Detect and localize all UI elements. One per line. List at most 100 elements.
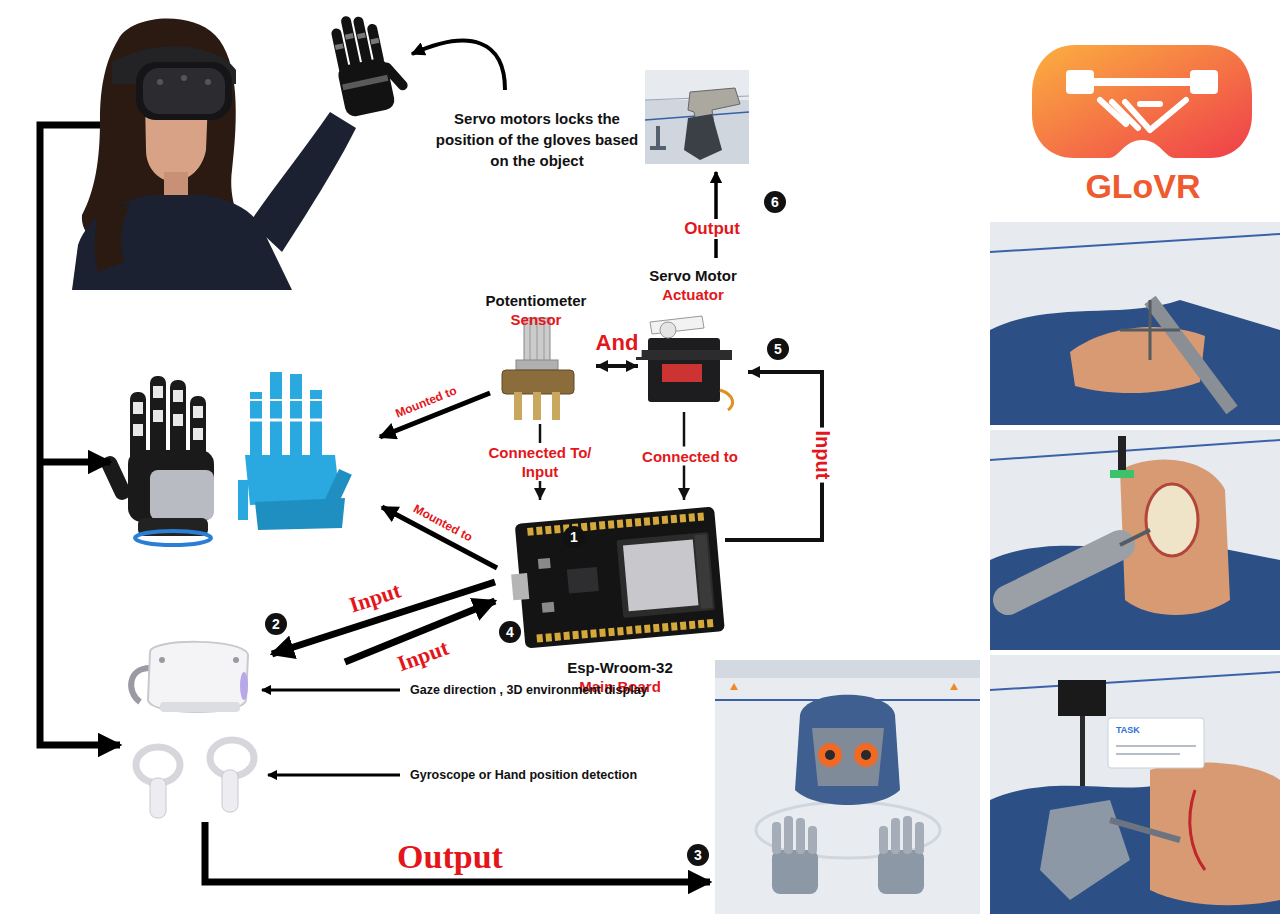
esp32-board-image <box>567 567 599 594</box>
flow-label: Output <box>397 836 503 877</box>
haptic-glove-image <box>99 376 214 545</box>
vr-hands-screenshot <box>861 750 871 760</box>
esp32-board-image <box>537 623 716 639</box>
component-name: Esp-Wroom-32 <box>521 658 719 677</box>
logo-wordmark: GLoVR <box>1085 166 1200 207</box>
component-role: Actuator <box>644 285 742 304</box>
vr-controllers-image <box>222 770 238 812</box>
esp32-board-image <box>515 507 725 649</box>
ui-text: TASK <box>1116 725 1140 736</box>
vr-user-photo <box>366 23 385 66</box>
vr-user-photo <box>205 79 211 85</box>
callout-number: 5 <box>767 338 789 360</box>
surgery-screenshot <box>990 672 1280 690</box>
vr-hands-screenshot <box>879 826 888 854</box>
vr-object-screenshot <box>656 126 660 148</box>
vr-hands-screenshot <box>715 660 980 914</box>
servo-motor-image <box>636 350 732 360</box>
surgery-screenshot <box>990 222 1280 425</box>
annotation-note: Servo motors locks the position of the g… <box>432 108 642 171</box>
surgery-screenshot <box>1146 484 1198 556</box>
vr-hands-screenshot <box>818 743 842 767</box>
vr-user-photo <box>357 33 366 40</box>
surgery-screenshot <box>1058 680 1106 716</box>
flow-arrows <box>268 774 400 777</box>
actuator-component: Servo MotorActuator <box>638 264 748 412</box>
flow-arrows <box>40 459 110 466</box>
esp32-board-image <box>694 534 712 609</box>
vr-hands-screenshot <box>854 743 878 767</box>
servo-motor-image <box>720 390 733 410</box>
vr-user-photo <box>157 79 163 85</box>
flow-label: Input <box>394 635 452 677</box>
vr-user-photo <box>136 62 232 120</box>
haptic-glove-image <box>153 410 163 422</box>
vr-hands-screenshot <box>812 728 884 786</box>
exoskeleton-glove-image <box>250 392 262 458</box>
servo-motor-image <box>662 364 702 382</box>
surgery-screenshot <box>1108 718 1204 768</box>
vr-user-photo <box>326 6 413 118</box>
exoskeleton-glove-image <box>270 372 282 458</box>
vr-hands-screenshot <box>784 816 793 854</box>
glovr-logo <box>1094 78 1190 86</box>
sensor-component: PotentiometerSensor <box>476 289 596 424</box>
flow-label: Mounted to <box>393 383 458 420</box>
vr-headset-image <box>240 672 248 700</box>
vr-user-photo <box>370 38 379 45</box>
vr-object-screenshot <box>650 146 666 150</box>
vr-hands-screenshot <box>756 802 940 858</box>
esp32-board-image <box>542 602 555 613</box>
surgery-screenshot <box>990 655 1280 914</box>
surgery-screenshot <box>1120 300 1180 360</box>
surgery-screenshot <box>1040 800 1130 900</box>
flow-arrows <box>40 125 716 882</box>
callout-number: 3 <box>687 844 709 866</box>
board-component: Esp-Wroom-32Main Board <box>515 500 725 698</box>
vr-user-photo <box>143 68 225 114</box>
vr-hands-screenshot <box>950 683 958 690</box>
vr-object-screenshot <box>645 70 749 164</box>
exoskeleton-glove-image <box>238 480 248 520</box>
surgery-screenshot <box>990 430 1280 650</box>
esp32-board-image <box>617 532 715 618</box>
vr-headset-image <box>131 642 248 712</box>
callout-number: 6 <box>764 191 786 213</box>
potentiometer-image <box>514 392 522 420</box>
potentiometer-image <box>533 392 541 420</box>
haptic-glove-image <box>133 424 143 436</box>
exoskeleton-glove-image <box>248 419 326 422</box>
component-name: Potentiometer <box>482 291 590 310</box>
surgery-screenshot <box>1150 300 1232 410</box>
servo-motor-image <box>636 316 733 410</box>
esp32-board-image <box>507 507 725 650</box>
connector-label: And <box>593 329 642 357</box>
esp32-board-image <box>527 516 706 532</box>
flow-arrows <box>40 125 120 745</box>
servo-motor-image <box>650 316 704 334</box>
surgery-screenshot <box>990 655 1280 914</box>
vr-user-photo <box>70 0 414 290</box>
vr-hands-screenshot <box>796 818 805 854</box>
vr-user-photo <box>250 112 356 252</box>
vr-user-photo <box>335 43 344 50</box>
vr-object-screenshot <box>645 70 749 164</box>
flow-arrows <box>714 172 718 258</box>
exoskeleton-glove-image <box>248 399 326 401</box>
surgery-screenshot <box>1116 745 1196 747</box>
potentiometer-image <box>502 370 574 394</box>
glovr-logo <box>1190 70 1218 94</box>
servo-motor-image <box>660 322 676 338</box>
vr-hands-screenshot <box>915 822 924 854</box>
annotation-note: Gyroscope or Hand position detection <box>410 768 637 783</box>
flow-label: Output <box>681 219 743 239</box>
esp32-board-image <box>623 540 698 612</box>
esp32-board-image <box>538 558 551 569</box>
surgery-screenshot <box>990 430 1280 650</box>
surgery-screenshot <box>1110 470 1134 478</box>
surgery-screenshot <box>1120 460 1230 615</box>
glovr-logo <box>1032 45 1252 158</box>
flow-label: Input <box>346 578 404 619</box>
haptic-glove-image <box>153 386 163 398</box>
exoskeleton-glove-image <box>245 455 340 505</box>
